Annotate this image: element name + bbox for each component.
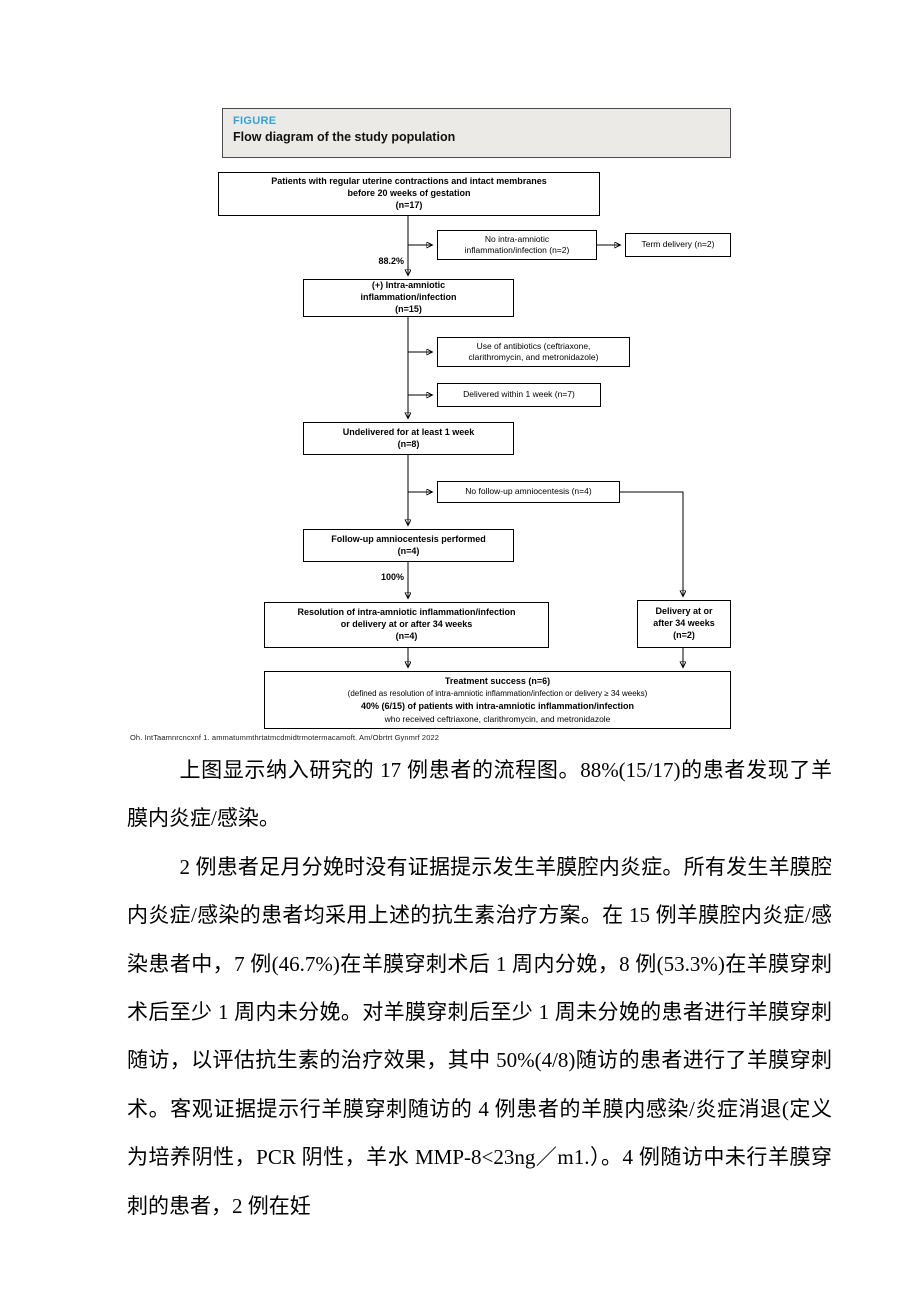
paragraph-1: 上图显示纳入研究的 17 例患者的流程图。88%(15/17)的患者发现了羊膜内… <box>127 758 832 831</box>
box-undelivered: Undelivered for at least 1 week (n=8) <box>303 422 514 455</box>
box-term-delivery: Term delivery (n=2) <box>625 233 731 257</box>
treatment-success-regimen: who received ceftriaxone, clarithromycin… <box>384 713 611 724</box>
box-patients: Patients with regular uterine contractio… <box>218 172 600 216</box>
treatment-success-title: Treatment success (n=6) <box>444 676 551 686</box>
body-text: 上图显示纳入研究的 17 例患者的流程图。88%(15/17)的患者发现了羊膜内… <box>127 746 832 1230</box>
figure-citation: Oh. IntTaamnrcncxnf 1. ammatummthrtatmcd… <box>130 733 440 742</box>
box-delivered-1week: Delivered within 1 week (n=7) <box>437 383 601 407</box>
treatment-success-rate: 40% (6/15) of patients with intra-amniot… <box>360 700 635 711</box>
box-treatment-success: Treatment success (n=6) (defined as reso… <box>264 671 731 729</box>
treatment-success-definition: (defined as resolution of intra-amniotic… <box>347 689 648 699</box>
connector-no-followup-to-delivery34 <box>620 491 683 596</box>
box-antibiotics: Use of antibiotics (ceftriaxone, clarith… <box>437 337 630 367</box>
box-iai-positive: (+) Intra-amniotic inflammation/infectio… <box>303 279 514 317</box>
flow-connectors <box>0 216 920 760</box>
figure-label: FIGURE <box>233 115 277 127</box>
figure-header: FIGURE Flow diagram of the study populat… <box>222 108 731 158</box>
figure-title: Flow diagram of the study population <box>233 130 456 144</box>
label-88-percent: 88.2% <box>378 256 404 266</box>
box-no-followup: No follow-up amniocentesis (n=4) <box>437 481 620 503</box>
paragraph-2: 2 例患者足月分娩时没有证据提示发生羊膜腔内炎症。所有发生羊膜腔内炎症/感染的患… <box>127 854 832 1218</box>
box-resolution: Resolution of intra-amniotic inflammatio… <box>264 602 549 648</box>
box-no-iai: No intra-amniotic inflammation/infection… <box>437 230 597 260</box>
box-delivery-34weeks: Delivery at or after 34 weeks (n=2) <box>637 600 731 648</box>
box-followup: Follow-up amniocentesis performed (n=4) <box>303 529 514 562</box>
label-100-percent: 100% <box>380 572 404 582</box>
